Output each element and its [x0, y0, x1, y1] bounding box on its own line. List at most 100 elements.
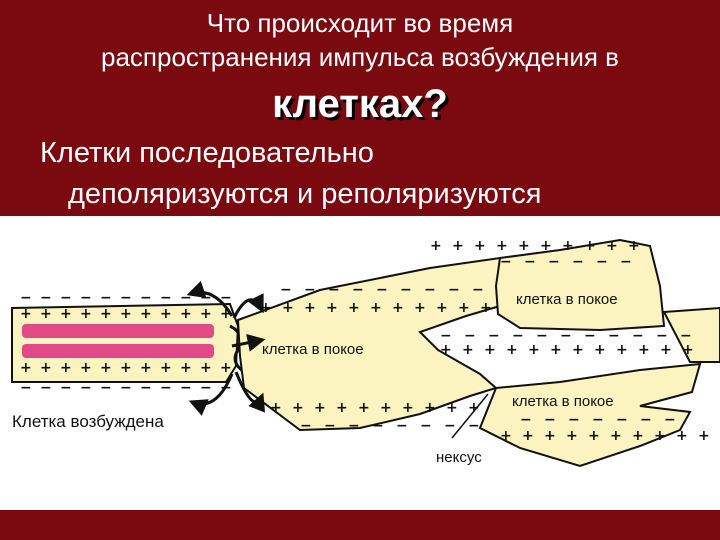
charge-minus-mark: −: [568, 412, 580, 428]
charge-plus-mark: +: [500, 428, 512, 444]
charge-minus-mark: −: [280, 282, 292, 298]
charge-plus-mark: +: [392, 300, 404, 316]
nexus-pointer-line: [451, 393, 489, 439]
charge-plus-mark: +: [358, 400, 370, 416]
charge-minus-mark: −: [548, 254, 560, 270]
charge-minus-mark: −: [40, 290, 52, 306]
charge-minus-mark: −: [524, 254, 536, 270]
label-rest-center: клетка в покое: [262, 341, 364, 358]
charge-plus-mark: +: [180, 360, 192, 376]
current-arrow-center: [231, 333, 266, 352]
charge-plus-mark: +: [380, 400, 392, 416]
charge-minus-mark: −: [80, 290, 92, 306]
charge-plus-mark: +: [20, 360, 32, 376]
charge-plus-mark: +: [100, 306, 112, 322]
label-rest-top: клетка в покое: [516, 291, 618, 308]
charge-plus-mark: +: [80, 306, 92, 322]
charge-minus-mark: −: [596, 254, 608, 270]
charge-minus-mark: −: [632, 328, 644, 344]
charge-plus-mark: +: [270, 400, 282, 416]
charge-plus-mark: +: [160, 360, 172, 376]
charge-plus-mark: +: [610, 428, 622, 444]
charge-minus-mark: −: [420, 418, 432, 434]
charge-plus-mark: +: [522, 428, 534, 444]
charge-plus-mark: +: [544, 428, 556, 444]
charge-minus-mark: −: [608, 328, 620, 344]
charge-minus-mark: −: [120, 380, 132, 396]
charge-minus-mark: −: [656, 328, 668, 344]
charge-plus-mark: +: [594, 342, 606, 358]
charge-minus-mark: −: [488, 328, 500, 344]
charge-minus-mark: −: [20, 290, 32, 306]
charge-minus-mark: −: [640, 412, 652, 428]
gap-junction-left: [229, 324, 245, 374]
charge-plus-mark: +: [616, 342, 628, 358]
charge-plus-mark: +: [220, 306, 232, 322]
charge-minus-mark: −: [300, 418, 312, 434]
charge-minus-mark: −: [200, 290, 212, 306]
charge-plus-mark: +: [654, 428, 666, 444]
charge-minus-mark: −: [500, 254, 512, 270]
charge-plus-mark: +: [550, 342, 562, 358]
charge-plus-mark: +: [474, 238, 486, 254]
charge-plus-mark: +: [496, 238, 508, 254]
charge-minus-mark: −: [40, 380, 52, 396]
charge-minus-mark: −: [680, 328, 692, 344]
charge-minus-mark: −: [400, 282, 412, 298]
charge-minus-mark: −: [536, 328, 548, 344]
charge-minus-mark: −: [592, 412, 604, 428]
charge-plus-mark: +: [304, 300, 316, 316]
charge-plus-mark: +: [60, 306, 72, 322]
charge-plus-mark: +: [282, 300, 294, 316]
charge-minus-mark: −: [100, 290, 112, 306]
charge-plus-mark: +: [436, 300, 448, 316]
charge-plus-mark: +: [314, 400, 326, 416]
charge-minus-mark: −: [664, 412, 676, 428]
charge-plus-mark: +: [424, 400, 436, 416]
charge-plus-mark: +: [484, 342, 496, 358]
charge-plus-mark: +: [458, 300, 470, 316]
charge-minus-mark: −: [324, 418, 336, 434]
charge-plus-mark: +: [348, 300, 360, 316]
charge-minus-mark: −: [440, 328, 452, 344]
charge-minus-mark: −: [220, 380, 232, 396]
charge-minus-mark: −: [80, 380, 92, 396]
charge-minus-mark: −: [512, 328, 524, 344]
charge-minus-mark: −: [60, 380, 72, 396]
charge-minus-mark: −: [60, 290, 72, 306]
charge-plus-mark: +: [628, 238, 640, 254]
charge-minus-mark: −: [560, 328, 572, 344]
charge-plus-mark: +: [260, 300, 272, 316]
charge-plus-mark: +: [402, 400, 414, 416]
charge-plus-mark: +: [588, 428, 600, 444]
charge-plus-mark: +: [462, 342, 474, 358]
charge-plus-mark: +: [40, 360, 52, 376]
charge-plus-mark: +: [430, 238, 442, 254]
charge-plus-mark: +: [572, 342, 584, 358]
charge-plus-mark: +: [80, 360, 92, 376]
charge-plus-mark: +: [562, 238, 574, 254]
charge-minus-mark: −: [584, 328, 596, 344]
charge-minus-mark: −: [444, 418, 456, 434]
charge-minus-mark: −: [140, 290, 152, 306]
excitation-band-top: [22, 324, 214, 338]
charge-plus-mark: +: [100, 360, 112, 376]
charge-plus-mark: +: [40, 306, 52, 322]
charge-minus-mark: −: [180, 290, 192, 306]
charge-minus-mark: −: [544, 412, 556, 428]
charge-plus-mark: +: [414, 300, 426, 316]
current-arrow-bottom-right: [234, 371, 265, 413]
slide-title-line-1: Что происходит во время: [206, 8, 514, 38]
charge-minus-mark: −: [616, 412, 628, 428]
charge-plus-mark: +: [440, 342, 452, 358]
charge-minus-mark: −: [20, 380, 32, 396]
charge-plus-mark: +: [446, 400, 458, 416]
charge-minus-mark: −: [572, 254, 584, 270]
charge-plus-mark: +: [506, 342, 518, 358]
charge-minus-mark: −: [160, 380, 172, 396]
charge-plus-mark: +: [584, 238, 596, 254]
charge-plus-mark: +: [566, 428, 578, 444]
charge-plus-mark: +: [540, 238, 552, 254]
charge-plus-mark: +: [518, 238, 530, 254]
current-arrow-top-right: [232, 293, 264, 319]
